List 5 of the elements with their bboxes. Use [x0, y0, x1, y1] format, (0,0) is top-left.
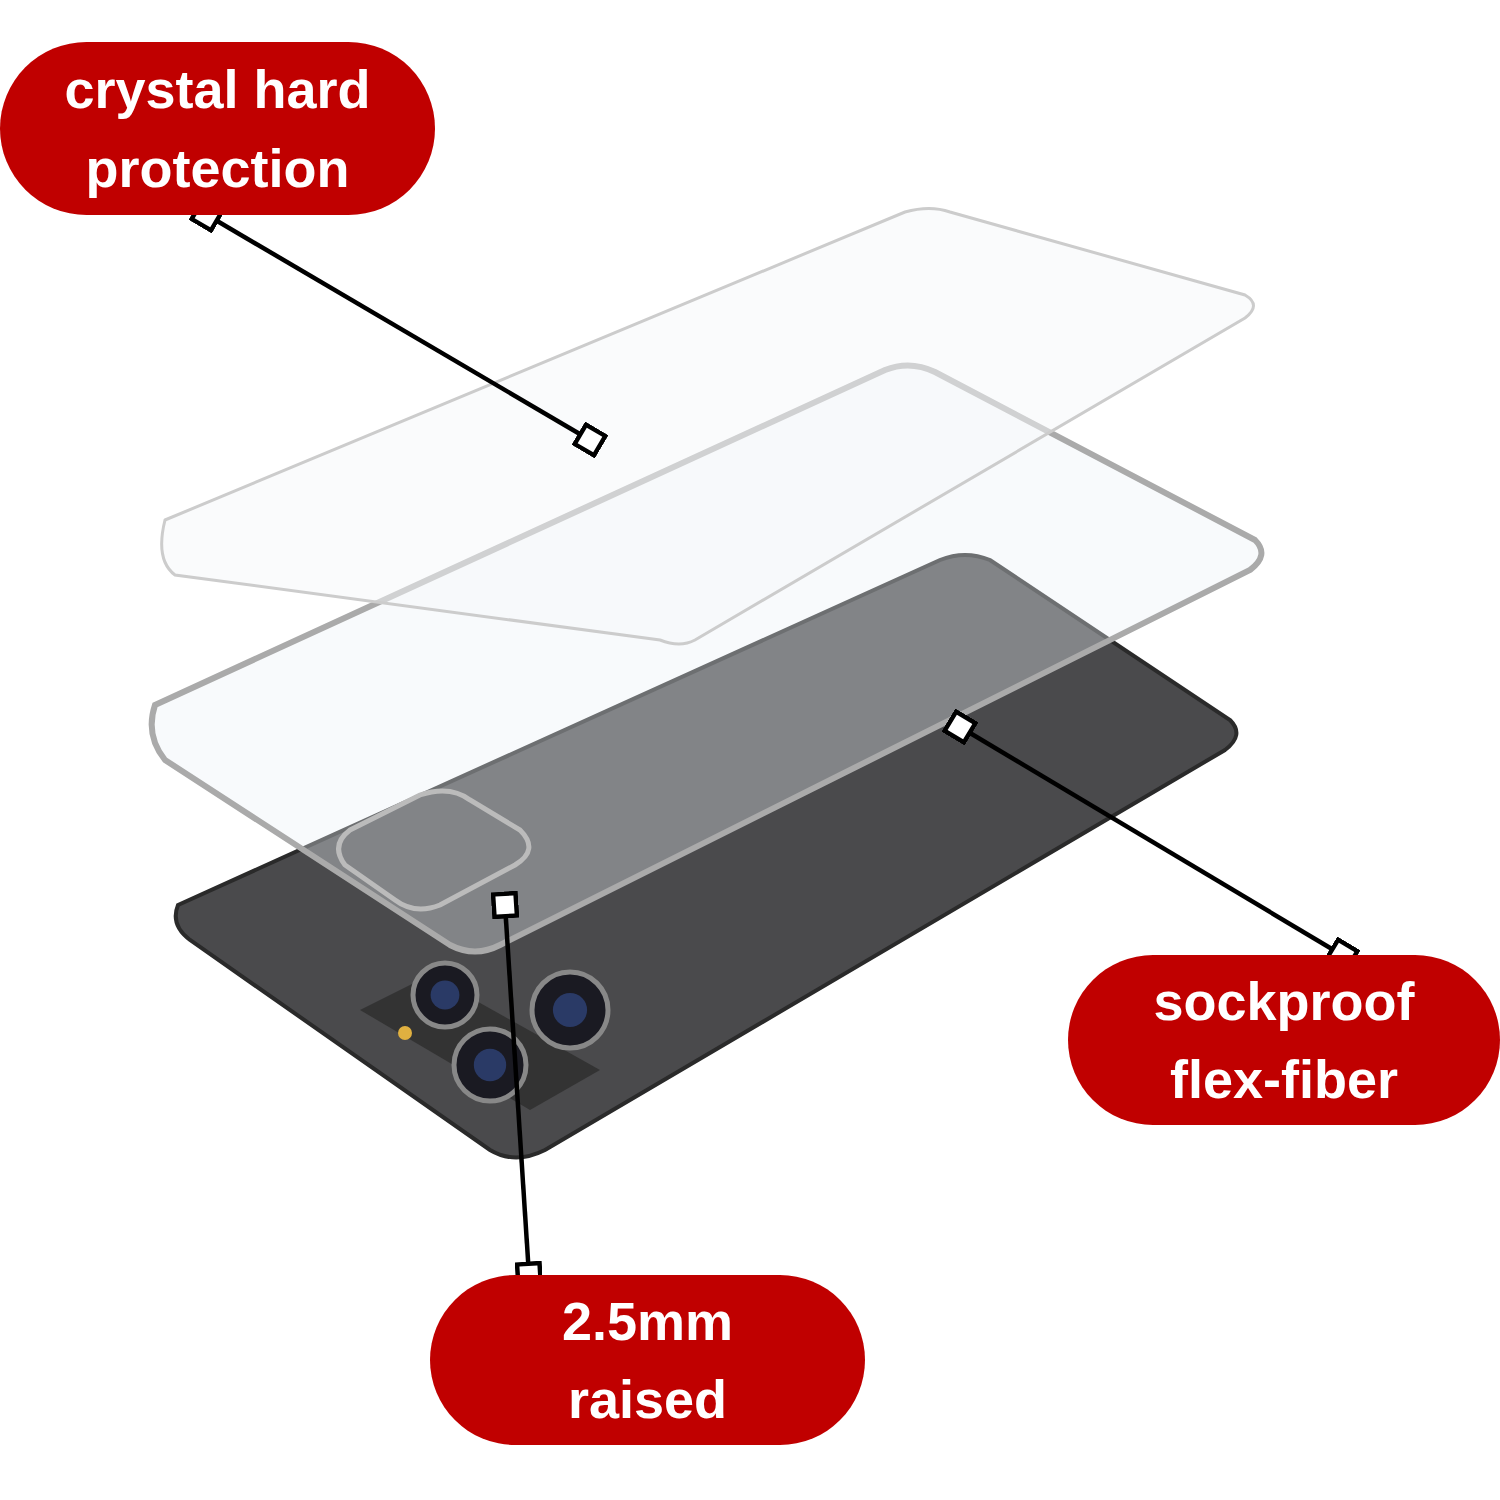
label-pill [1068, 955, 1500, 1125]
callout-text: crystal hard protection [63, 58, 372, 200]
callout-text: sockproof flex-fiber [1152, 969, 1416, 1111]
label-pill [0, 42, 435, 215]
callout-text: 2.5mm raised [560, 1289, 735, 1431]
